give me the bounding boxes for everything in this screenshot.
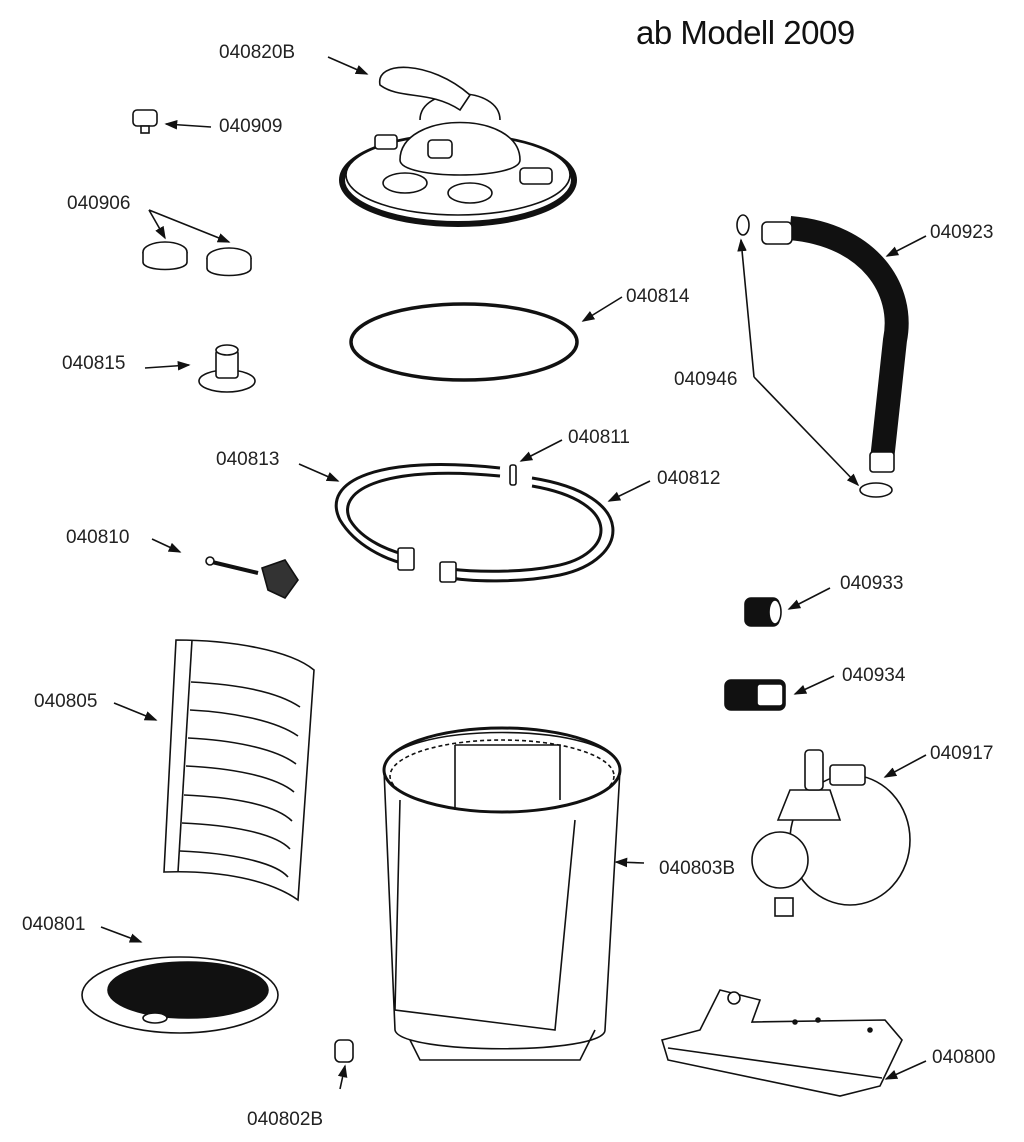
label-040801: 040801 — [22, 914, 86, 935]
bolt-knob-icon — [205, 556, 299, 600]
clamp-end-icon — [439, 561, 457, 583]
label-040805: 040805 — [34, 691, 98, 712]
clamp-icon — [334, 463, 615, 583]
air-valve-icon — [198, 344, 256, 393]
label-040802B: 040802B — [247, 1109, 324, 1130]
arrow-040801 — [100, 926, 143, 943]
tank-icon — [382, 726, 622, 1061]
base-plate-icon — [660, 989, 903, 1097]
arrow-040802B — [337, 1064, 348, 1090]
arrow-040934 — [793, 675, 835, 695]
label-040917: 040917 — [930, 743, 994, 764]
hose-clamp-icon — [859, 482, 893, 498]
arrow-040805 — [113, 702, 158, 721]
label-040812: 040812 — [657, 468, 721, 489]
clamp-end-icon — [397, 547, 415, 571]
arrow-040820B — [327, 56, 369, 75]
arrow-040946-b — [753, 376, 860, 487]
label-040906: 040906 — [67, 193, 131, 214]
label-040811: 040811 — [568, 427, 630, 448]
label-040803B: 040803B — [659, 858, 736, 879]
bottom-plate-icon — [81, 956, 279, 1034]
arrow-040815 — [144, 360, 191, 371]
arrow-040812 — [607, 480, 651, 502]
label-040933: 040933 — [840, 573, 904, 594]
label-040810: 040810 — [66, 527, 130, 548]
label-040909: 040909 — [219, 116, 283, 137]
pump-icon — [751, 749, 911, 917]
arrow-040923 — [885, 235, 927, 257]
connector-b-icon — [724, 679, 786, 711]
arrow-040814 — [581, 296, 623, 322]
arrow-040906-b — [148, 209, 231, 243]
label-040813: 040813 — [216, 449, 280, 470]
label-040946: 040946 — [674, 369, 738, 390]
label-040815: 040815 — [62, 353, 126, 374]
arrow-040906-a — [148, 209, 166, 240]
arrow-040800 — [884, 1060, 927, 1080]
label-040800: 040800 — [932, 1047, 996, 1068]
o-ring-icon — [349, 302, 579, 382]
arrow-040946-a — [737, 238, 755, 378]
laterals-icon — [163, 639, 315, 902]
pin-icon — [509, 464, 517, 486]
arrow-040933 — [787, 587, 831, 610]
label-040820B: 040820B — [219, 42, 296, 63]
label-040934: 040934 — [842, 665, 906, 686]
gauge-plug-icon — [132, 109, 158, 134]
arrow-040909 — [164, 119, 212, 130]
arrow-040813 — [298, 463, 340, 482]
diagram-title: ab Modell 2009 — [636, 14, 855, 51]
arrow-040917 — [883, 754, 927, 778]
arrow-040810 — [151, 538, 182, 553]
arrow-040803B — [614, 857, 645, 868]
label-040814: 040814 — [626, 286, 690, 307]
hose-icon — [761, 216, 909, 473]
multiport-valve-icon — [339, 66, 577, 227]
drain-plug-icon — [334, 1039, 354, 1063]
connector-a-icon — [744, 597, 782, 627]
hose-clamp-icon — [736, 214, 750, 236]
arrow-040811 — [519, 439, 563, 462]
cap-icon — [142, 241, 252, 277]
leader-lines — [100, 56, 927, 1090]
label-040923: 040923 — [930, 222, 994, 243]
